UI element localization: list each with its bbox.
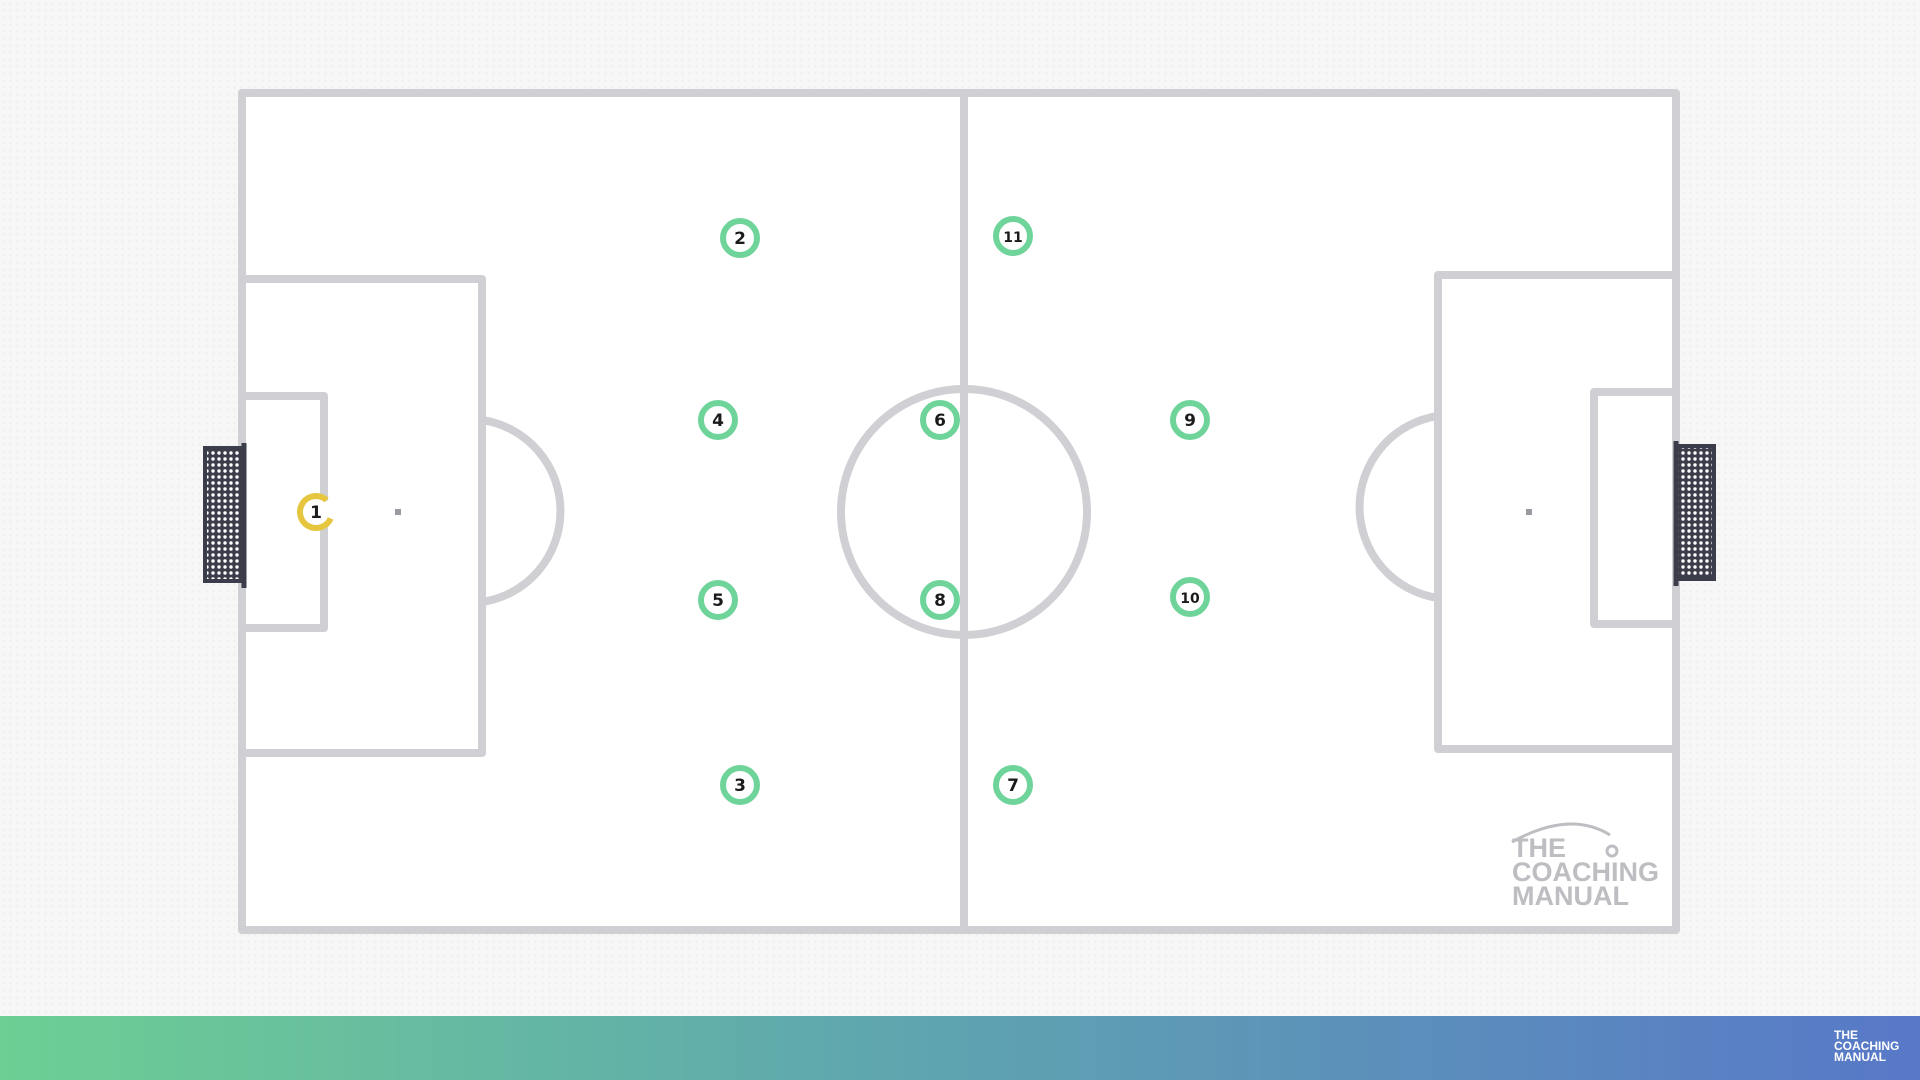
player-ring <box>720 218 760 258</box>
footer-logo-line-1: THE <box>1834 1028 1858 1042</box>
footer-logo-line-2: COACHING <box>1834 1039 1900 1053</box>
player-number: 3 <box>734 776 746 796</box>
player-marker-6[interactable]: 6 <box>920 400 960 440</box>
player-marker-3[interactable]: 3 <box>720 765 760 805</box>
player-ring <box>1170 400 1210 440</box>
player-marker-2[interactable]: 2 <box>720 218 760 258</box>
logo-arrow-icon <box>1511 822 1611 844</box>
right-goal <box>1673 441 1716 586</box>
player-marker-9[interactable]: 9 <box>1170 400 1210 440</box>
footer-bar: THE COACHING MANUAL <box>0 1016 1920 1080</box>
logo-ball-icon <box>1605 844 1619 858</box>
player-marker-10[interactable]: 10 <box>1170 577 1210 617</box>
left-penalty-spot <box>395 509 401 515</box>
player-ring <box>1170 577 1210 617</box>
player-marker-7[interactable]: 7 <box>993 765 1033 805</box>
player-ring <box>698 580 738 620</box>
player-marker-5[interactable]: 5 <box>698 580 738 620</box>
player-ring <box>297 493 335 531</box>
watermark-line-3: MANUAL <box>1512 881 1629 911</box>
player-ring <box>698 400 738 440</box>
watermark-line-2: COACHING <box>1512 857 1659 887</box>
player-marker-1[interactable]: 1 <box>295 491 338 534</box>
left-penalty-arc <box>481 416 565 606</box>
player-ring <box>720 765 760 805</box>
player-ring <box>920 580 960 620</box>
player-number: 4 <box>712 411 724 431</box>
player-number: 8 <box>934 591 946 611</box>
player-number: 10 <box>1180 591 1200 607</box>
player-number: 1 <box>310 503 322 523</box>
watermark-line-1: THE <box>1512 833 1566 863</box>
player-number: 5 <box>712 591 724 611</box>
player-number: 6 <box>934 411 946 431</box>
player-ring <box>993 216 1033 256</box>
right-penalty-arc <box>1355 412 1439 602</box>
player-marker-8[interactable]: 8 <box>920 580 960 620</box>
center-circle <box>837 385 1091 639</box>
player-marker-11[interactable]: 11 <box>993 216 1033 256</box>
right-penalty-spot <box>1526 509 1532 515</box>
player-number: 9 <box>1184 411 1196 431</box>
players-layer: 1 2 3 4 5 6 8 7 11 9 10 <box>295 216 1210 805</box>
player-number: 2 <box>734 229 746 249</box>
player-marker-4[interactable]: 4 <box>698 400 738 440</box>
pitch-boundary <box>238 89 1680 934</box>
pitch-markings <box>238 89 1680 934</box>
player-ring <box>993 765 1033 805</box>
pitch-watermark-logo: THE COACHING MANUAL <box>1511 822 1659 911</box>
footer-logo-line-3: MANUAL <box>1834 1050 1886 1064</box>
left-goal <box>203 443 247 588</box>
footer-logo: THE COACHING MANUAL <box>1834 1028 1910 1074</box>
player-number: 11 <box>1003 230 1022 246</box>
player-number: 7 <box>1007 776 1019 796</box>
player-ring <box>920 400 960 440</box>
